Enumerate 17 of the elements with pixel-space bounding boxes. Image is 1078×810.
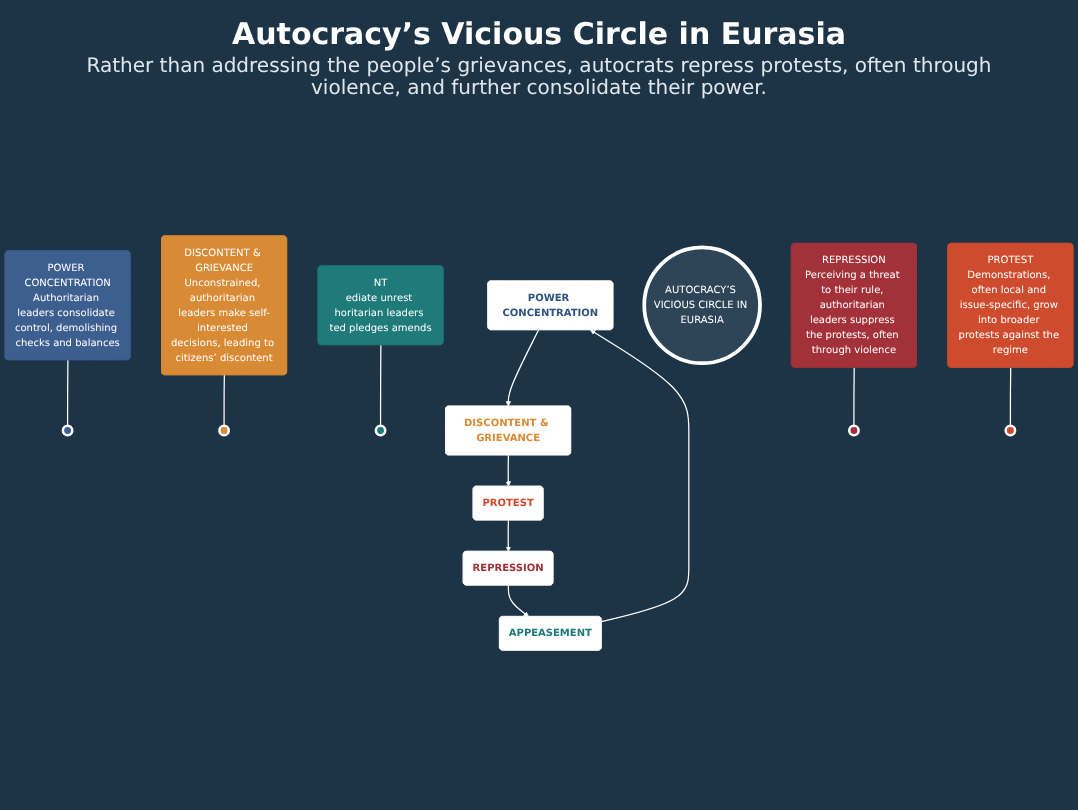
node-circle xyxy=(218,424,231,437)
arrow xyxy=(505,329,540,407)
node-circle xyxy=(1004,424,1017,437)
node-circle xyxy=(374,424,387,437)
arrow xyxy=(507,584,529,617)
arrow xyxy=(505,454,512,487)
subtitle: Rather than addressing the people’s grievances, autocrats repress protests, often through violence, and further consolidate their power. xyxy=(84,56,994,100)
connector xyxy=(853,366,855,427)
node-circle xyxy=(847,424,860,437)
node-circle xyxy=(61,424,74,437)
connector xyxy=(1009,366,1012,427)
arrow xyxy=(505,519,512,552)
arrow xyxy=(590,329,690,623)
connector xyxy=(379,344,382,427)
connector xyxy=(66,359,69,427)
title: Autocracy’s Vicious Circle in Eurasia xyxy=(229,16,848,52)
connector xyxy=(223,374,225,427)
